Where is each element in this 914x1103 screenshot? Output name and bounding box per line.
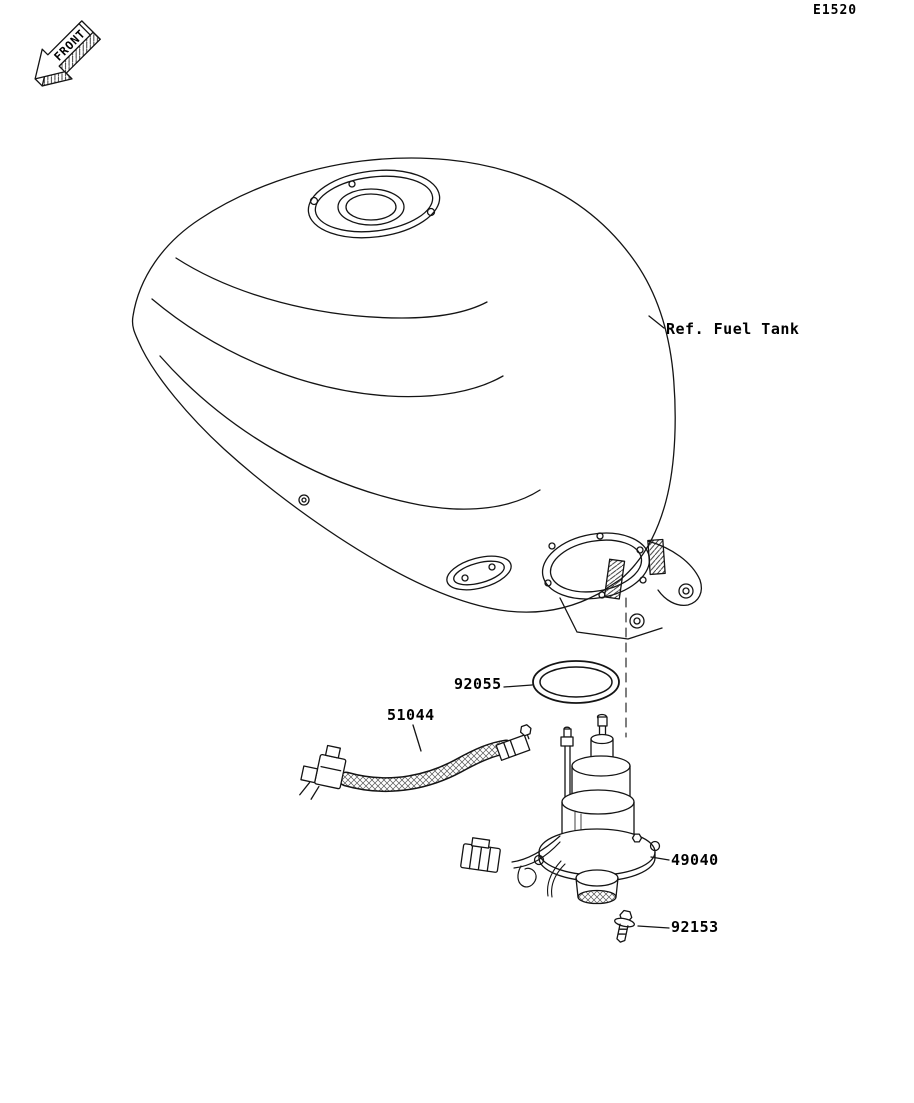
filler-cap (307, 169, 441, 239)
tank-contour-line (175, 257, 488, 319)
tank-mount-hole (298, 494, 310, 506)
leader-lines (412, 315, 670, 929)
pump-wiring (511, 835, 561, 869)
leader-51044 (412, 724, 422, 752)
leader-92153 (637, 925, 670, 929)
part-number-fuel-hose: 51044 (387, 706, 435, 724)
tank-outline (131, 157, 676, 613)
front-marker-edges (34, 23, 101, 87)
pump-wiring-loop (517, 865, 537, 888)
fuel-pump-drawing (460, 713, 661, 905)
fuel-tank-drawing (131, 157, 703, 640)
hose-left-connector (299, 744, 347, 800)
pump-mount-bracket (446, 532, 703, 640)
part-number-fuel-pump: 49040 (671, 851, 719, 869)
bolt-drawing (614, 909, 635, 943)
o-ring-drawing (532, 660, 620, 704)
front-direction-marker: FRONT (34, 20, 101, 87)
leader-ref-fuel-tank (648, 315, 665, 329)
pump-connector (460, 837, 501, 873)
fuel-hose-drawing (299, 724, 532, 800)
diagram-code: E1520 (813, 3, 858, 18)
ref-fuel-tank-label: Ref. Fuel Tank (666, 320, 800, 338)
leader-92055 (503, 684, 533, 688)
hose-right-fitting (495, 724, 532, 761)
part-number-bolt: 92153 (671, 918, 719, 936)
tank-mount-hole (301, 497, 307, 503)
tank-contour-line (151, 298, 504, 398)
part-number-o-ring: 92055 (454, 675, 502, 693)
tank-contour-line (159, 355, 541, 510)
leader-49040 (650, 856, 670, 861)
